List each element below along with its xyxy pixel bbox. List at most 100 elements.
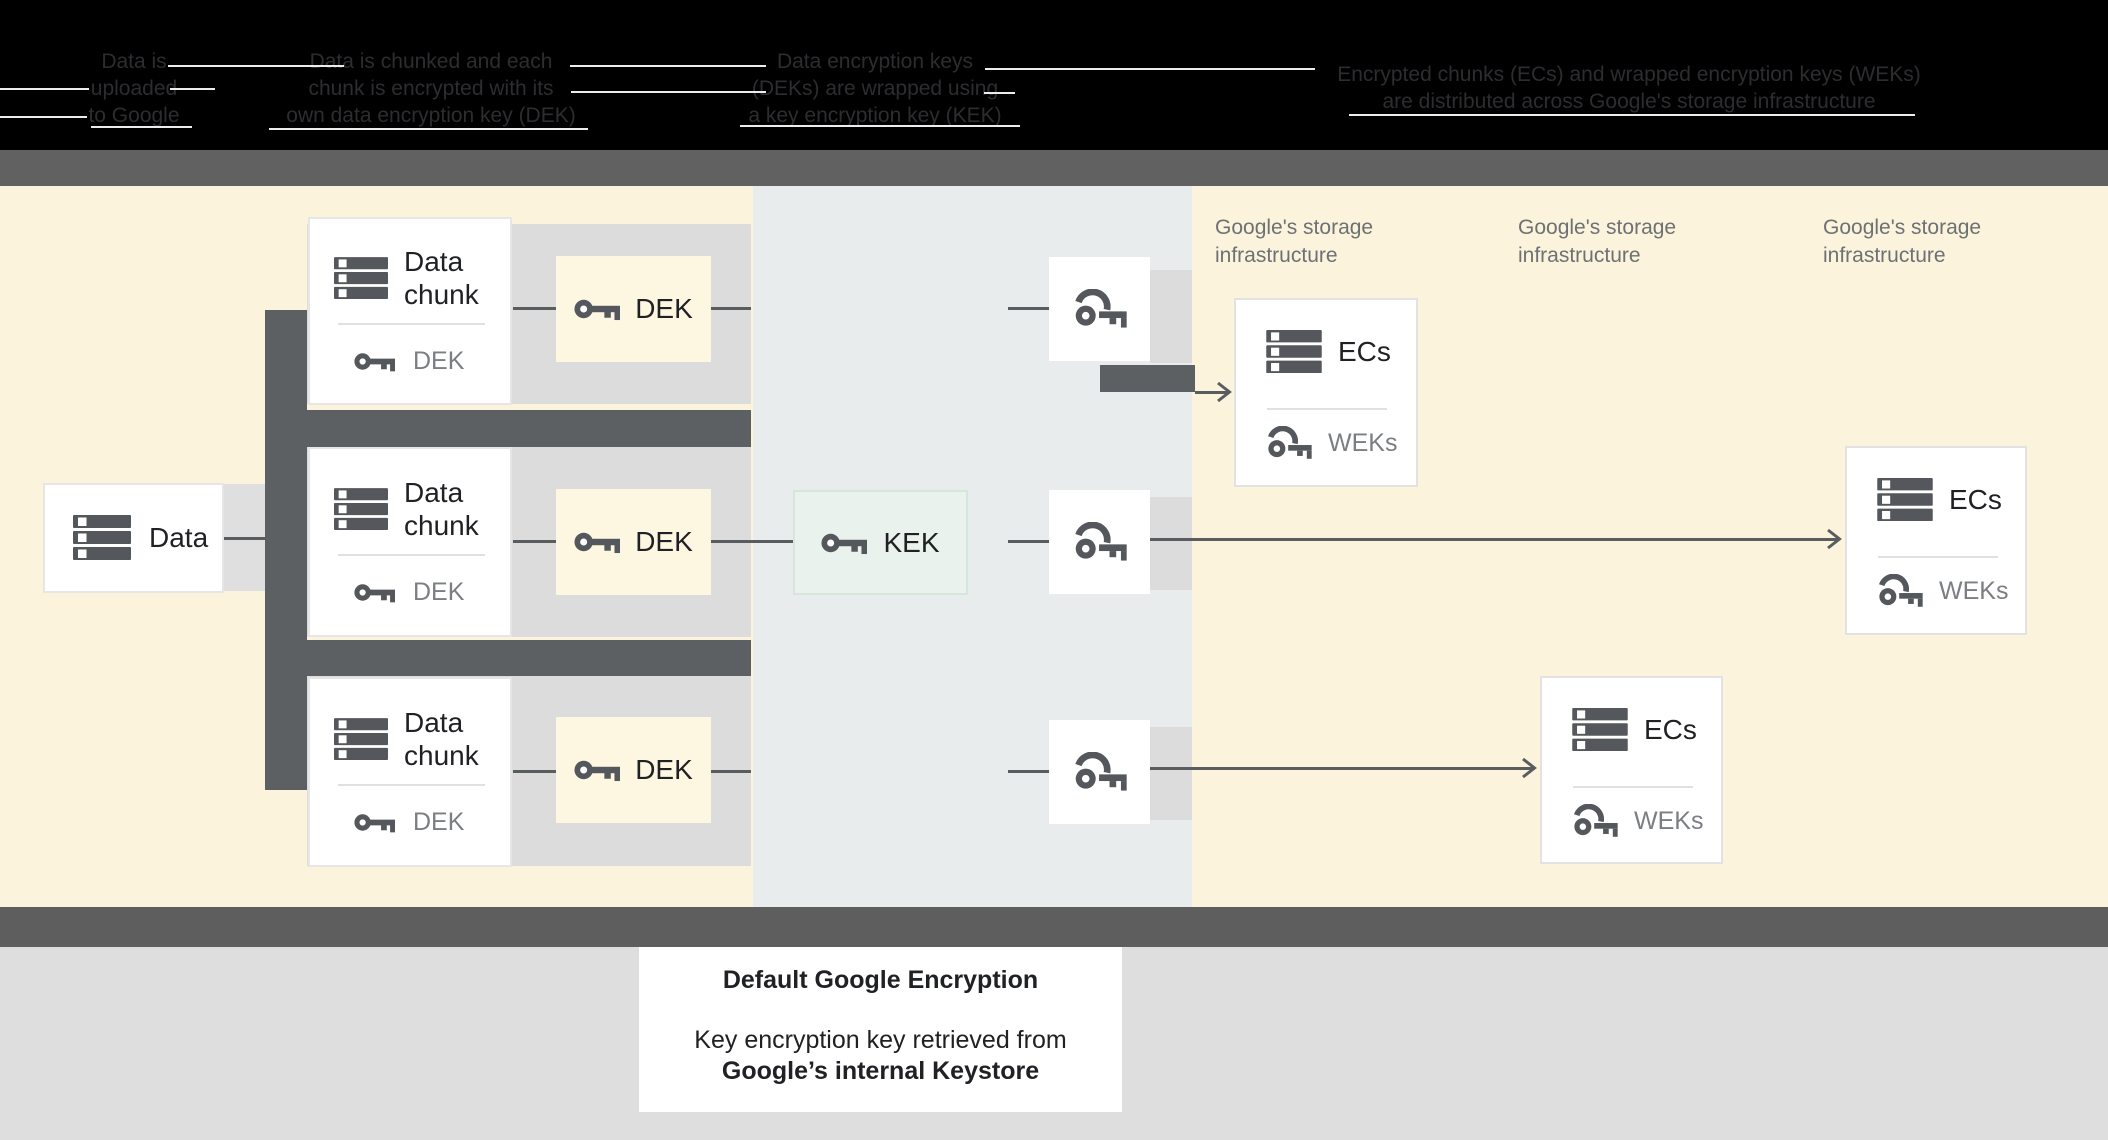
- data-chunk-box: Data chunk DEK: [308, 677, 512, 867]
- key-icon: [354, 353, 395, 372]
- ecs-key-row: WEKs: [1877, 574, 2008, 608]
- chunk-key-row: DEK: [354, 347, 464, 376]
- chunk-key-label: DEK: [413, 347, 465, 375]
- underline-stroke: [740, 125, 1020, 127]
- connector-line: [513, 307, 556, 310]
- divider: [338, 554, 485, 556]
- connector-line: [711, 307, 751, 310]
- key-box-sliver: [1150, 270, 1192, 363]
- underline-stroke: [170, 88, 215, 90]
- underline-stroke: [570, 65, 766, 67]
- underline-stroke: [984, 92, 1015, 94]
- step-caption-4: Encrypted chunks (ECs) and wrapped encry…: [1302, 61, 1956, 115]
- encrypted-chunks-box: ECs WEKs: [1845, 446, 2027, 635]
- connector-line: [1008, 540, 1049, 543]
- divider: [1573, 786, 1693, 788]
- underline-stroke: [168, 65, 344, 67]
- underline-stroke: [0, 88, 89, 90]
- legend-line-1: Key encryption key retrieved from: [694, 1026, 1067, 1054]
- chunk-title: Data chunk: [404, 477, 479, 541]
- dek-label: DEK: [635, 526, 693, 557]
- underline-stroke: [91, 126, 192, 128]
- key-icon: [1073, 752, 1127, 792]
- label-line: Google's storage: [1215, 216, 1374, 239]
- dek-box: DEK: [556, 489, 711, 595]
- caption-line: Data is chunked and each: [309, 50, 553, 73]
- server-stack-icon: [1266, 330, 1322, 374]
- legend-title: Default Google Encryption: [722, 966, 1039, 994]
- dek-box: DEK: [556, 717, 711, 823]
- chunk-title: Data chunk: [404, 707, 479, 771]
- chunk-key-label: DEK: [413, 808, 465, 836]
- dark-cross-bar: [265, 640, 751, 676]
- key-box-sliver: [1150, 727, 1192, 820]
- data-box: Data: [43, 483, 224, 593]
- wrapping-key-box: [1049, 257, 1150, 361]
- storage-infrastructure-label: Google's storage infrastructure: [1518, 214, 1748, 270]
- underline-stroke: [0, 116, 87, 118]
- arrow-line: [1195, 391, 1228, 394]
- connector-line: [513, 770, 556, 773]
- header-band: Data is uploaded to Google Data is chunk…: [0, 0, 2108, 150]
- key-icon: [1572, 804, 1618, 838]
- server-stack-icon: [1572, 708, 1628, 752]
- caption-line: Encrypted chunks (ECs) and wrapped encry…: [1337, 63, 1921, 86]
- server-stack-icon: [334, 717, 388, 760]
- legend-caption-box: Default Google Encryption Key encryption…: [639, 947, 1122, 1112]
- ecs-key-row: WEKs: [1572, 804, 1703, 838]
- label-line: infrastructure: [1215, 244, 1338, 267]
- server-stack-icon: [1877, 478, 1933, 522]
- chunk-key-row: DEK: [354, 808, 464, 837]
- key-icon: [354, 584, 395, 603]
- connector-line: [513, 540, 556, 543]
- storage-infrastructure-label: Google's storage infrastructure: [1823, 214, 2053, 270]
- divider: [1267, 408, 1387, 410]
- arrow-line: [1150, 538, 1838, 541]
- caption-line: (DEKs) are wrapped using: [751, 77, 999, 100]
- connector-line: [224, 537, 266, 540]
- dark-cross-bar: [265, 410, 751, 447]
- key-icon: [821, 533, 868, 554]
- chunk-key-row: DEK: [354, 578, 464, 607]
- caption-line: are distributed across Google's storage …: [1382, 90, 1876, 113]
- arrowhead-icon: [1826, 528, 1841, 550]
- caption-line: own data encryption key (DEK): [286, 104, 576, 127]
- caption-line: chunk is encrypted with its: [308, 77, 554, 100]
- caption-line: a key encryption key (KEK): [748, 104, 1002, 127]
- step-caption-2: Data is chunked and each chunk is encryp…: [260, 48, 602, 129]
- label-line: infrastructure: [1823, 244, 1946, 267]
- key-icon: [1073, 289, 1127, 329]
- key-icon: [1266, 426, 1312, 460]
- underline-stroke: [1349, 114, 1915, 116]
- server-stack-icon: [334, 487, 388, 530]
- underline-stroke: [269, 128, 588, 130]
- step-caption-1: Data is uploaded to Google: [14, 48, 254, 129]
- data-chunk-box: Data chunk DEK: [308, 217, 512, 405]
- step-caption-3: Data encryption keys (DEKs) are wrapped …: [704, 48, 1046, 129]
- caption-line: to Google: [88, 104, 180, 127]
- ecs-key-label: WEKs: [1939, 576, 2009, 605]
- branch-trunk-bar: [265, 310, 307, 790]
- ecs-key-label: WEKs: [1328, 428, 1398, 457]
- caption-line: uploaded: [90, 77, 178, 100]
- wrapping-key-box: [1049, 720, 1150, 824]
- ecs-title: ECs: [1949, 484, 2002, 515]
- key-icon: [1073, 522, 1127, 562]
- wrapping-key-box: [1049, 490, 1150, 594]
- ecs-title-row: ECs: [1877, 478, 2002, 522]
- key-icon: [574, 532, 621, 554]
- underline-stroke: [985, 68, 1315, 70]
- kek-box: KEK: [793, 490, 968, 595]
- encrypted-chunks-box: ECs WEKs: [1540, 676, 1723, 864]
- connector-line: [711, 540, 793, 543]
- connector-line: [711, 770, 751, 773]
- chunk-key-label: DEK: [413, 578, 465, 606]
- ecs-title: ECs: [1338, 336, 1391, 367]
- legend-line-2: Google’s internal Keystore: [721, 1057, 1040, 1085]
- divider: [338, 784, 485, 786]
- kek-label: KEK: [883, 526, 940, 558]
- underline-stroke: [571, 91, 766, 93]
- connector-line: [1008, 307, 1049, 310]
- label-line: Google's storage: [1518, 216, 1677, 239]
